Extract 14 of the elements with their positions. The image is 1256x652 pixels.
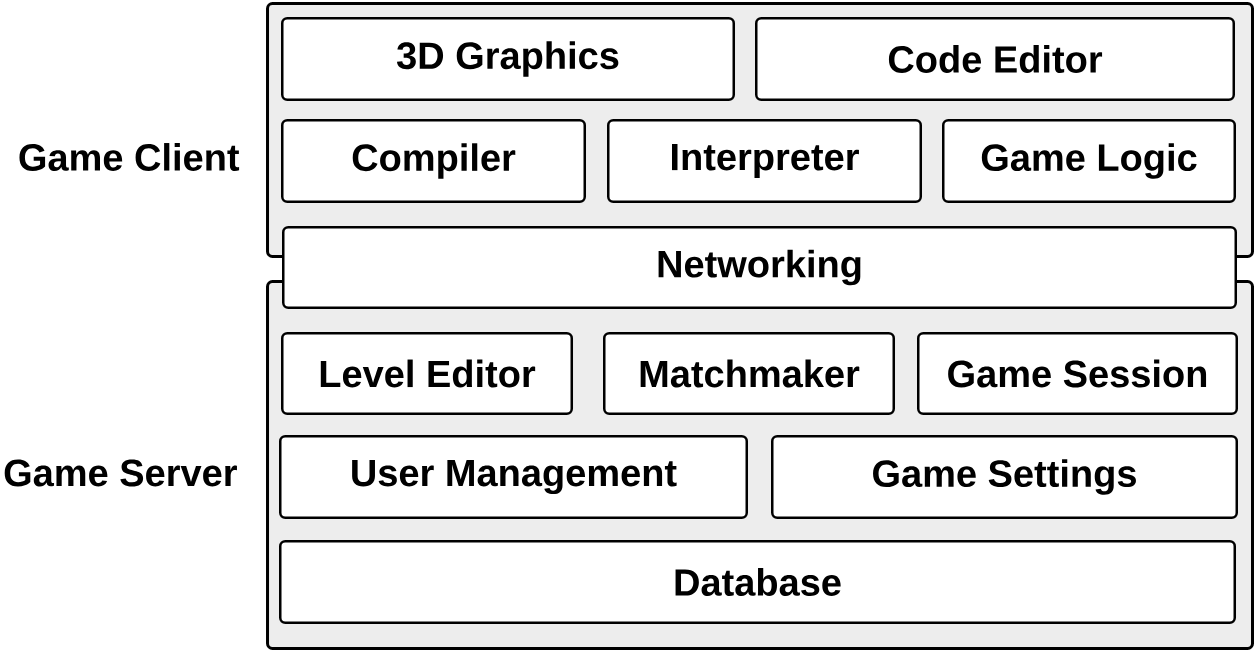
component-box: Networking	[282, 226, 1237, 309]
component-box: Interpreter	[607, 119, 922, 203]
layer-label: Game Client	[19, 143, 240, 171]
component-box: Database	[279, 540, 1236, 624]
component-box: Game Session	[917, 332, 1238, 415]
component-box: 3D Graphics	[281, 17, 735, 101]
component-box: Game Settings	[771, 435, 1238, 519]
component-box: Compiler	[281, 119, 586, 203]
component-box: User Management	[279, 435, 748, 519]
component-box: Game Logic	[942, 119, 1236, 203]
component-box: Level Editor	[281, 332, 573, 415]
component-box: Matchmaker	[603, 332, 895, 415]
layer-label: Game Server	[4, 459, 237, 487]
component-box: Code Editor	[755, 17, 1235, 101]
